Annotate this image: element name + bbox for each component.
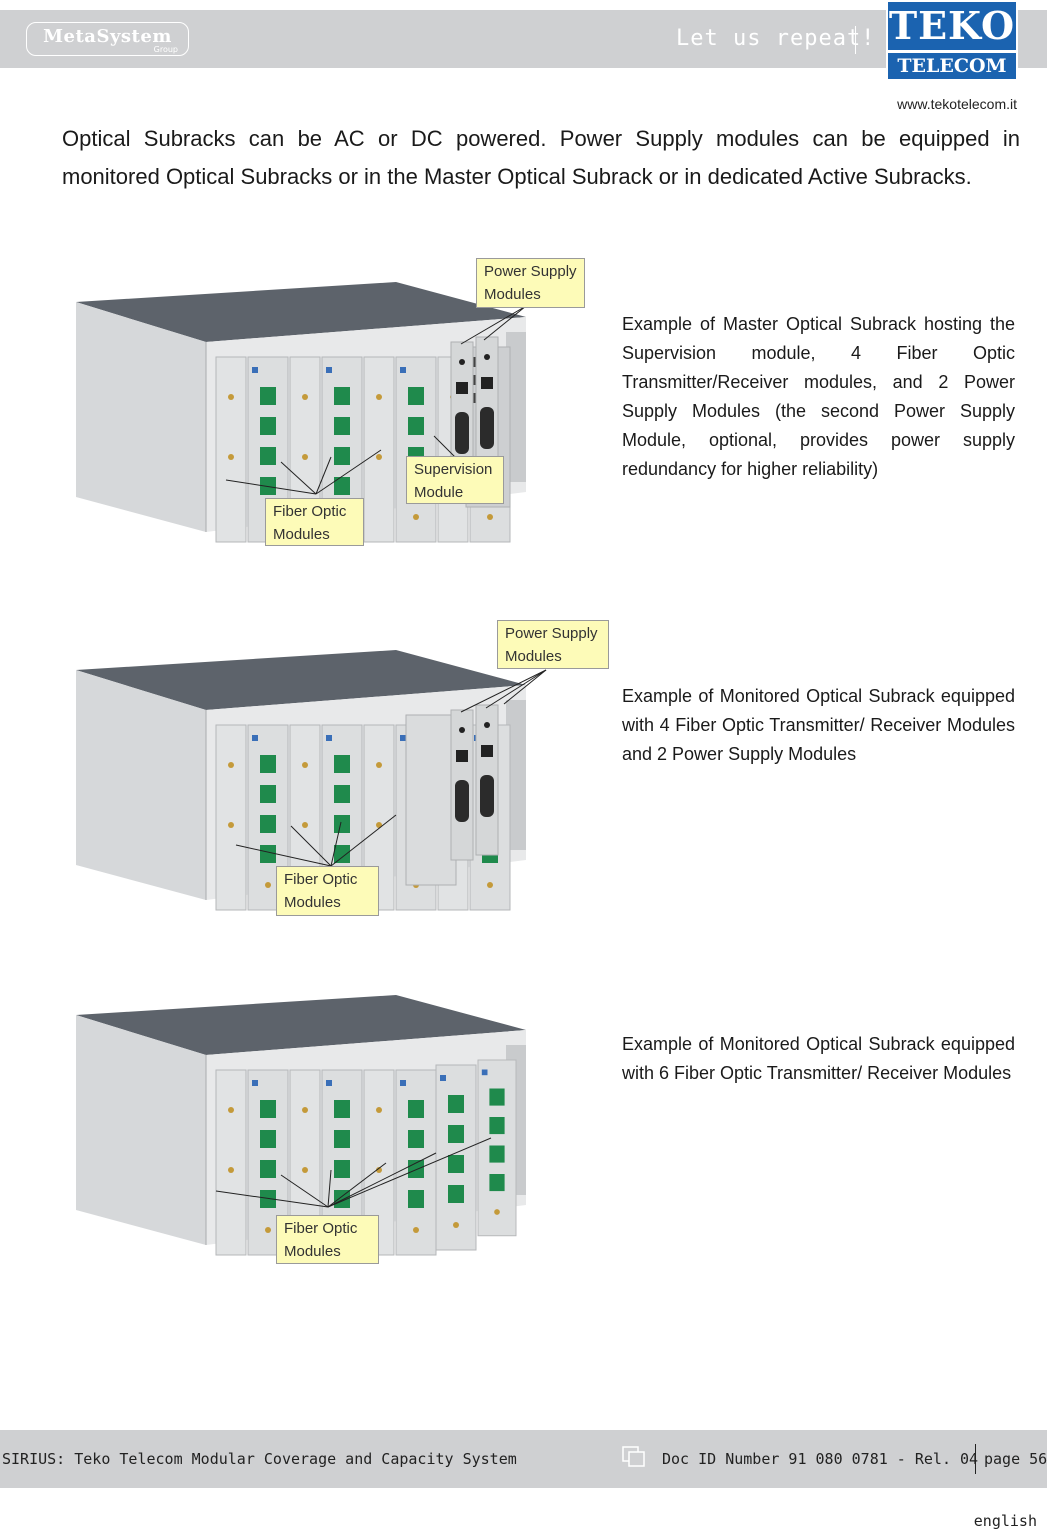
- figure-monitored-subrack-fo: Fiber Optic Modules: [66, 975, 616, 1270]
- header-bar: [0, 10, 1047, 68]
- metasystem-logo-text: MetaSystem: [43, 26, 172, 47]
- header-divider: [855, 26, 856, 54]
- figure-3-description: Example of Monitored Optical Subrack equ…: [622, 1034, 1015, 1083]
- callout-supervision: Supervision Module: [406, 456, 504, 504]
- website-link[interactable]: www.tekotelecom.it: [897, 96, 1017, 112]
- language-label: english: [973, 1512, 1037, 1530]
- metasystem-logo: MetaSystem Group: [26, 22, 189, 56]
- footer-doc-id: Doc ID Number 91 080 0781 - Rel. 04: [662, 1450, 979, 1468]
- callout-fiber-optic: Fiber Optic Modules: [276, 866, 379, 916]
- document-icon: [622, 1446, 645, 1467]
- footer-page-number: page 56: [984, 1450, 1047, 1468]
- figure-2-description: Example of Monitored Optical Subrack equ…: [622, 686, 1015, 764]
- callout-fiber-optic: Fiber Optic Modules: [265, 498, 364, 546]
- intro-paragraph: Optical Subracks can be AC or DC powered…: [62, 126, 1020, 189]
- callout-fiber-optic: Fiber Optic Modules: [276, 1215, 379, 1264]
- footer-title: SIRIUS: Teko Telecom Modular Coverage an…: [2, 1450, 517, 1468]
- metasystem-logo-sub: Group: [153, 45, 178, 54]
- teko-logo-top: TEKO: [888, 2, 1016, 50]
- figure-master-subrack: Power Supply Modules Supervision Module …: [66, 258, 616, 552]
- figure-monitored-subrack-ps: Power Supply Modules Fiber Optic Modules: [66, 620, 616, 920]
- teko-logo-bottom: TELECOM: [888, 53, 1016, 79]
- footer-bar: [0, 1430, 1047, 1488]
- callout-power-supply: Power Supply Modules: [476, 258, 585, 308]
- teko-telecom-logo: TEKO TELECOM: [886, 0, 1018, 82]
- monitored-subrack-fo-illustration: [75, 994, 527, 1256]
- slogan: Let us repeat!: [676, 26, 876, 51]
- monitored-subrack-ps-illustration: [75, 649, 547, 911]
- footer-divider: [975, 1444, 976, 1474]
- figure-1-description: Example of Master Optical Subrack hostin…: [622, 314, 1015, 479]
- callout-power-supply: Power Supply Modules: [497, 620, 609, 669]
